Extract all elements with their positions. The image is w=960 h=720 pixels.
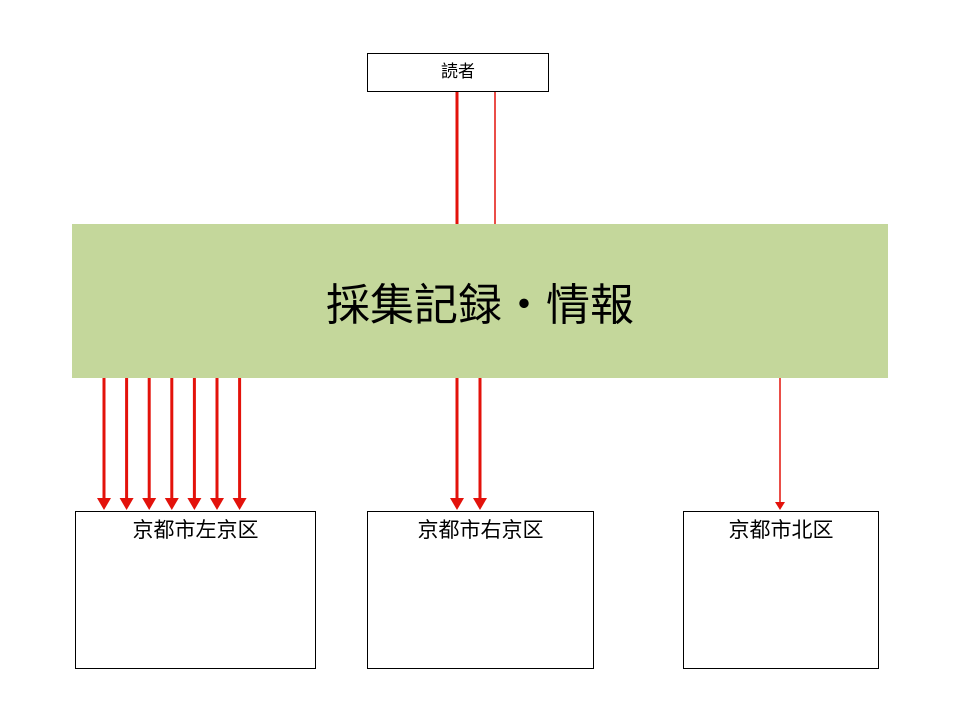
arrowhead-icon bbox=[187, 498, 202, 510]
reader-label: 読者 bbox=[441, 62, 475, 82]
ward-box-sakyo: 京都市左京区 bbox=[75, 511, 316, 669]
ward-box-kita: 京都市北区 bbox=[683, 511, 879, 669]
arrowhead-icon bbox=[119, 498, 134, 510]
ward-label-ukyo: 京都市右京区 bbox=[417, 518, 544, 542]
arrowhead-icon bbox=[232, 498, 247, 510]
arrowhead-icon bbox=[450, 498, 464, 510]
arrowhead-icon bbox=[142, 498, 157, 510]
reader-box: 読者 bbox=[367, 53, 549, 92]
arrowhead-icon bbox=[97, 498, 111, 510]
ward-arrows bbox=[97, 378, 785, 510]
arrowhead-icon bbox=[775, 502, 785, 510]
arrowhead-icon bbox=[164, 498, 179, 510]
ward-box-ukyo: 京都市右京区 bbox=[367, 511, 594, 669]
collection-records-band: 採集記録・情報 bbox=[72, 224, 888, 378]
ward-label-sakyo: 京都市左京区 bbox=[132, 518, 259, 542]
collection-records-label: 採集記録・情報 bbox=[326, 280, 634, 331]
arrowhead-icon bbox=[210, 498, 224, 510]
ward-label-kita: 京都市北区 bbox=[728, 518, 834, 542]
arrowhead-icon bbox=[473, 498, 487, 510]
